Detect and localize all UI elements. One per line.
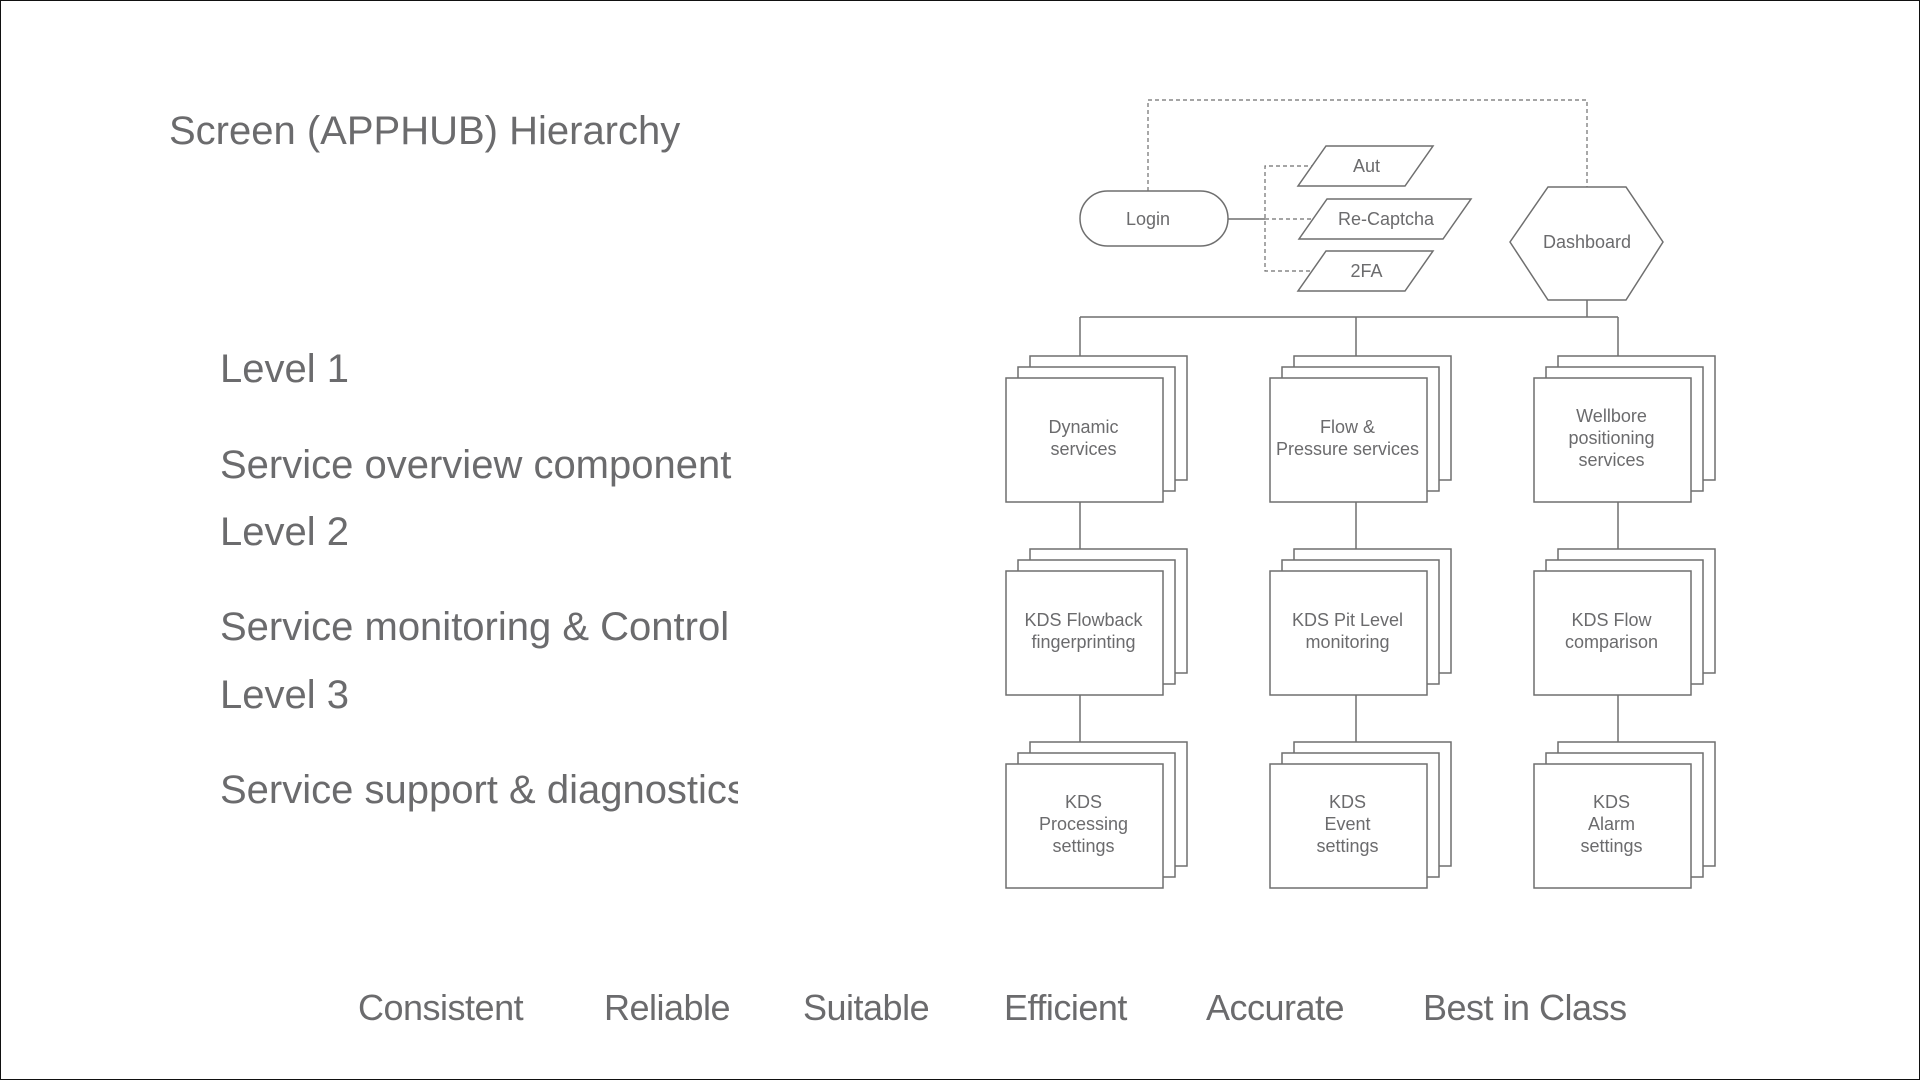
auth-label-2: 2FA [1350, 261, 1382, 281]
dashed-connector-login-dashboard [1147, 99, 1588, 191]
service-node-0-2 [1005, 763, 1164, 889]
value-reliable: Reliable [604, 987, 731, 1028]
service-node-2-0 [1533, 377, 1692, 503]
login-label: Login [1126, 209, 1170, 229]
level-3-description: Service support & diagnostics [220, 768, 738, 812]
value-suitable: Suitable [803, 987, 930, 1028]
level-1-label: Level 1 [220, 347, 349, 391]
service-label-1-0: Flow &Pressure services [1276, 417, 1419, 459]
service-node-0-1 [1005, 570, 1164, 696]
service-node-1-2 [1269, 763, 1428, 889]
value-best-in-class: Best in Class [1423, 987, 1627, 1028]
auth-node-1 [1297, 198, 1473, 240]
dashboard-label: Dashboard [1543, 232, 1631, 252]
login-node [1079, 190, 1229, 247]
level-3-label: Level 3 [220, 673, 349, 717]
service-node-2-2 [1533, 763, 1692, 889]
service-node-2-1 [1533, 570, 1692, 696]
level-2-description: Service monitoring & Control [220, 605, 730, 649]
service-node-1-0 [1269, 377, 1428, 503]
value-consistent: Consistent [358, 987, 524, 1028]
auth-node-2 [1296, 250, 1435, 292]
level-2-label: Level 2 [220, 510, 349, 554]
value-efficient: Efficient [1004, 987, 1127, 1028]
auth-node-0 [1296, 145, 1435, 187]
level-1-description: Service overview component [220, 443, 732, 487]
service-node-1-1 [1269, 570, 1428, 696]
dashboard-node [1509, 186, 1664, 301]
values-row: Consistent Reliable Suitable Efficient A… [1, 987, 1920, 1037]
dashed-bracket-auth [1264, 165, 1315, 272]
auth-label-0: Aut [1353, 156, 1380, 176]
auth-label-1: Re-Captcha [1338, 209, 1435, 229]
value-accurate: Accurate [1206, 987, 1345, 1028]
slide-title: Screen (APPHUB) Hierarchy [169, 109, 681, 153]
service-node-0-0 [1005, 377, 1164, 503]
